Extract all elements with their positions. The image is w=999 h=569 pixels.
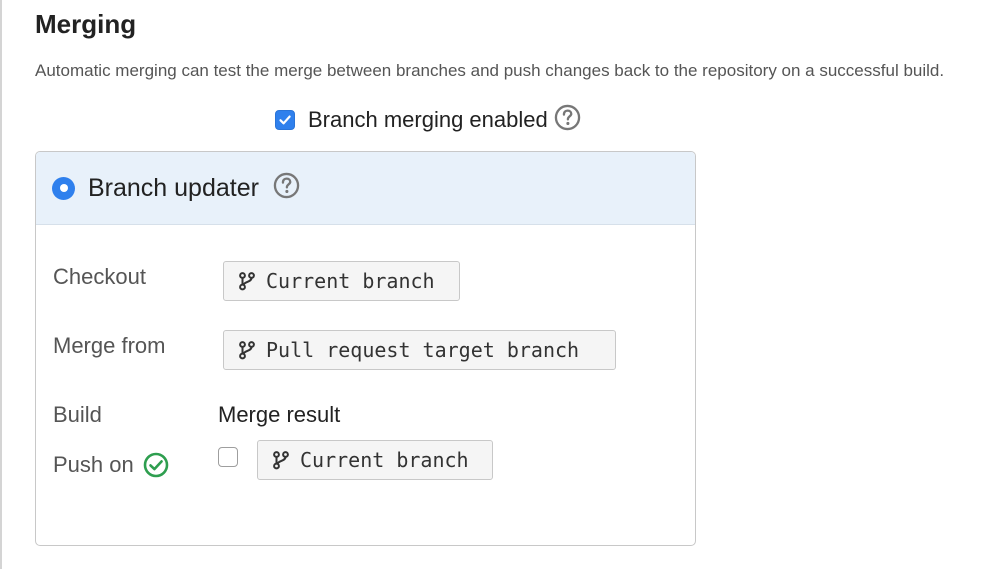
question-circle-icon[interactable] [273, 172, 300, 204]
build-label: Build [53, 402, 102, 427]
branch-merging-label[interactable]: Branch merging enabled [308, 107, 548, 132]
branch-updater-panel: Branch updater Checkout Current branch M… [35, 151, 696, 546]
git-branch-icon [238, 340, 256, 360]
git-branch-icon [272, 450, 290, 470]
merge-from-branch-value: Pull request target branch [266, 338, 580, 362]
section-description: Automatic merging can test the merge bet… [35, 61, 945, 80]
push-on-branch-value: Current branch [300, 448, 469, 472]
push-on-label: Push on [53, 452, 134, 477]
merge-from-branch-chip[interactable]: Pull request target branch [223, 330, 616, 370]
build-merge-result-value: Merge result [218, 402, 341, 427]
branch-updater-header[interactable]: Branch updater [36, 152, 695, 225]
radio-selected-dot [59, 184, 68, 192]
push-on-checkbox[interactable] [218, 447, 238, 467]
push-on-branch-chip[interactable]: Current branch [257, 440, 493, 480]
branch-updater-radio[interactable] [52, 176, 75, 200]
branch-merging-checkbox[interactable] [275, 110, 295, 130]
checkout-branch-chip[interactable]: Current branch [223, 261, 460, 301]
section-title: Merging [35, 9, 137, 39]
merge-from-label: Merge from [53, 333, 166, 358]
git-branch-icon [238, 271, 256, 291]
question-circle-icon[interactable] [554, 104, 581, 136]
push-on-label-row: Push on [53, 452, 169, 478]
checkout-branch-value: Current branch [266, 269, 435, 293]
branch-updater-title[interactable]: Branch updater [88, 173, 259, 202]
checkmark-icon [279, 115, 291, 125]
checkout-label: Checkout [53, 264, 146, 289]
branch-merging-toggle-row: Branch merging enabled [275, 104, 581, 136]
left-border [0, 0, 2, 569]
check-circle-icon [143, 452, 169, 478]
